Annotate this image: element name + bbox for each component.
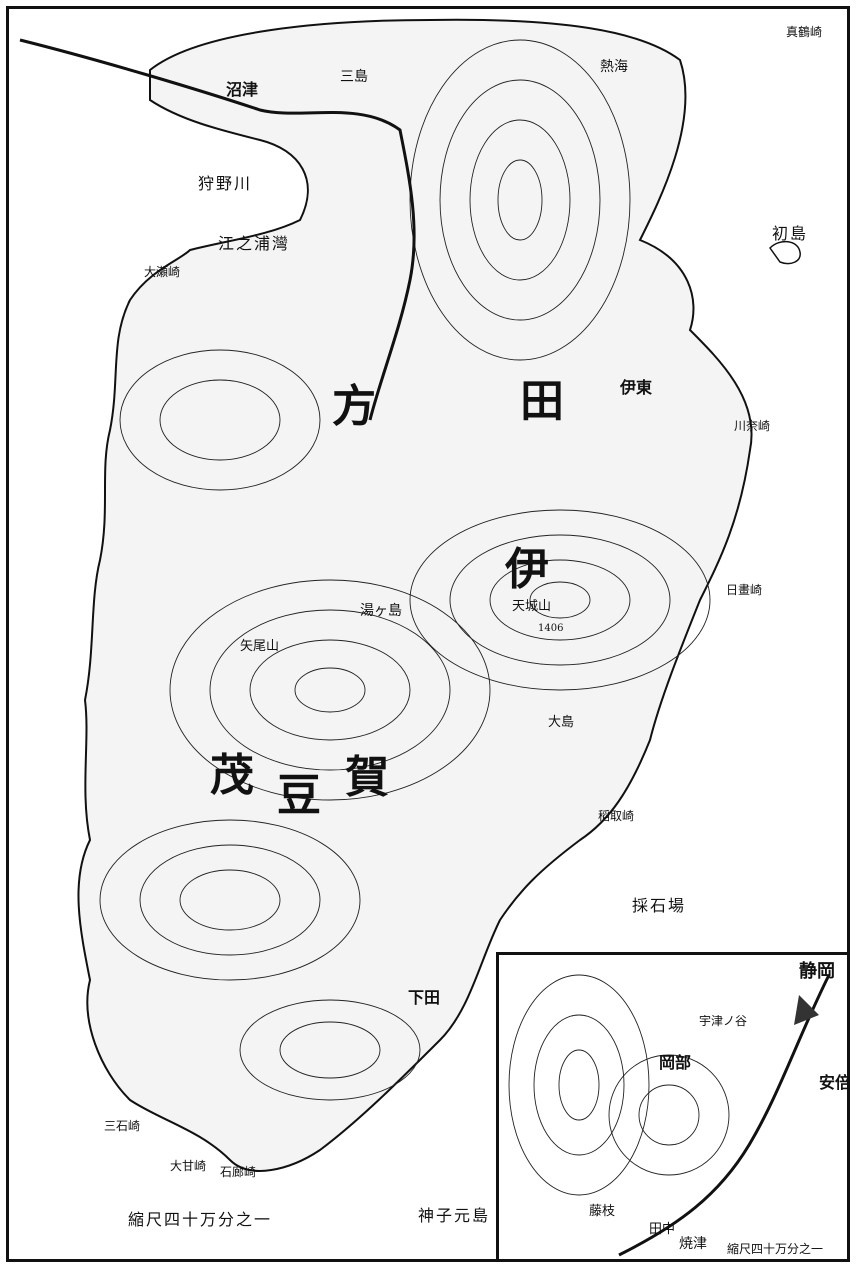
province-letter-zu: 豆 — [277, 770, 321, 821]
cape-three-stones: 三石崎 — [104, 1119, 141, 1133]
map-border — [6, 6, 850, 1262]
inset-area-okabe: 岡部 — [659, 1053, 692, 1072]
place-yugashima: 湯ヶ島 — [360, 603, 402, 619]
inset-scale-label: 縮尺四十万分之一 — [727, 1242, 824, 1256]
hatsushima-island — [769, 240, 801, 265]
place-ito: 伊東 — [620, 378, 653, 397]
inset-terrain — [508, 974, 831, 1257]
peak-height: 1406 — [538, 623, 564, 634]
inset-place-fujieda: 藤枝 — [589, 1204, 616, 1219]
place-mishima: 三島 — [340, 69, 368, 85]
place-shimoda: 下田 — [408, 988, 441, 1007]
place-numazu: 沼津 — [226, 80, 259, 99]
place-oshima: 大島 — [548, 715, 575, 730]
place-atami: 熱海 — [600, 59, 628, 75]
province-letter-mo: 茂 — [210, 750, 254, 801]
province-letter-kata: 方 — [332, 381, 376, 432]
map-scale-label: 縮尺四十万分之一 — [128, 1210, 273, 1229]
cape-kawana: 川奈崎 — [734, 419, 771, 433]
cape-manazuru: 真鶴崎 — [786, 25, 823, 39]
peninsula-outline — [77, 18, 753, 1172]
mikomoto-label: 神子元島 — [418, 1206, 491, 1225]
kano-river-label: 狩野川 — [198, 174, 253, 193]
province-letter-i: 伊 — [505, 544, 549, 595]
hatsushima-label: 初島 — [772, 224, 809, 243]
cape-naminkai: 大甘崎 — [170, 1159, 207, 1173]
inset-place-yaizu: 焼津 — [679, 1236, 707, 1252]
inset-place-utsunoya: 宇津ノ谷 — [699, 1014, 748, 1028]
cape-iro: 石廊崎 — [220, 1165, 257, 1179]
inset-river-abe: 安倍川 — [819, 1073, 850, 1092]
peak-yaoyama: 矢尾山 — [240, 639, 280, 654]
cape-inatori: 稻取崎 — [598, 809, 635, 823]
cape-hitachi: 日畫崎 — [726, 583, 763, 597]
inset-city-shizuoka: 静岡 — [799, 961, 835, 982]
bay-label: 江之浦灣 — [218, 234, 291, 253]
place-saiba: 採石場 — [632, 896, 687, 915]
cape-oseza: 大瀬崎 — [144, 265, 181, 279]
inset-place-tanaka: 田中 — [649, 1222, 676, 1237]
province-letter-ta: 田 — [520, 376, 564, 427]
province-letter-ga: 賀 — [345, 752, 389, 803]
contour-lines — [99, 39, 711, 1101]
peak-amagi: 天城山 — [512, 599, 552, 614]
inset-map: 静岡 安倍川 岡部 焼津 藤枝 田中 宇津ノ谷 縮尺四十万分之一 — [496, 952, 850, 1262]
railway-lines — [19, 38, 416, 421]
